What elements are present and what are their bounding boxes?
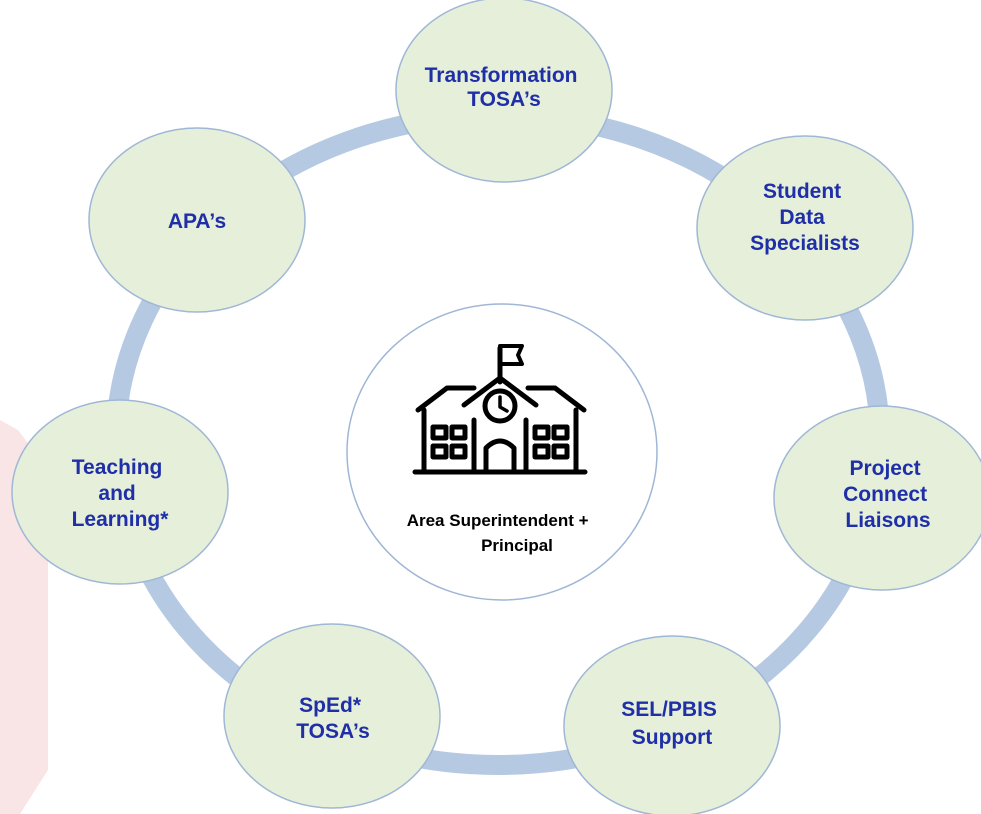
node-label-line: Project [849,457,920,480]
node-apas: APA’s [88,127,306,313]
node-label-line: Transformation [425,64,578,87]
node-sped-tosas: SpEd* TOSA’s [223,623,441,809]
node-label: Student Data Specialists [750,180,860,255]
node-label: SEL/PBIS Support [621,698,723,749]
node-project-connect-liaisons: Project Connect Liaisons [773,405,981,591]
node-circle [223,623,441,809]
node-transformation-tosas: Transformation TOSA’s [395,0,613,183]
center-label-line-1: Area Superintendent + [407,511,589,530]
node-label-line: Liaisons [845,509,930,532]
node-circle [563,635,781,814]
node-label: SpEd* TOSA’s [296,694,370,743]
node-label: Project Connect Liaisons [843,457,933,532]
node-label-line: SEL/PBIS [621,698,717,721]
center-circle [346,303,658,601]
node-circle [11,399,229,585]
node-label-line: and [98,482,135,505]
node-label-line: Specialists [750,232,860,255]
node-label-line: Student [763,180,841,203]
node-label-line: Teaching [72,456,163,479]
node-label-line: TOSA’s [296,720,370,743]
center-label: Area Superintendent + Principal [407,511,594,555]
node-student-data-specialists: Student Data Specialists [696,135,914,321]
node-label-line: Learning* [72,508,170,531]
node-teaching-and-learning: Teaching and Learning* [11,399,229,585]
node-circle [696,135,914,321]
node-label: Transformation TOSA’s [425,64,584,111]
center-hub: Area Superintendent + Principal [346,303,658,601]
node-label-line: TOSA’s [467,88,541,111]
node-circle [773,405,981,591]
node-label-line: Data [779,206,825,229]
node-label-line: Connect [843,483,927,506]
node-label: Teaching and Learning* [72,456,170,531]
node-circle [395,0,613,183]
school-building-icon [412,344,588,475]
node-label: APA’s [168,210,226,233]
node-circle [88,127,306,313]
node-label-line: Support [632,726,712,749]
node-label-line: SpEd* [299,694,362,717]
node-sel-pbis-support: SEL/PBIS Support [563,635,781,814]
center-label-line-2: Principal [481,536,553,555]
node-label-line: APA’s [168,210,226,233]
